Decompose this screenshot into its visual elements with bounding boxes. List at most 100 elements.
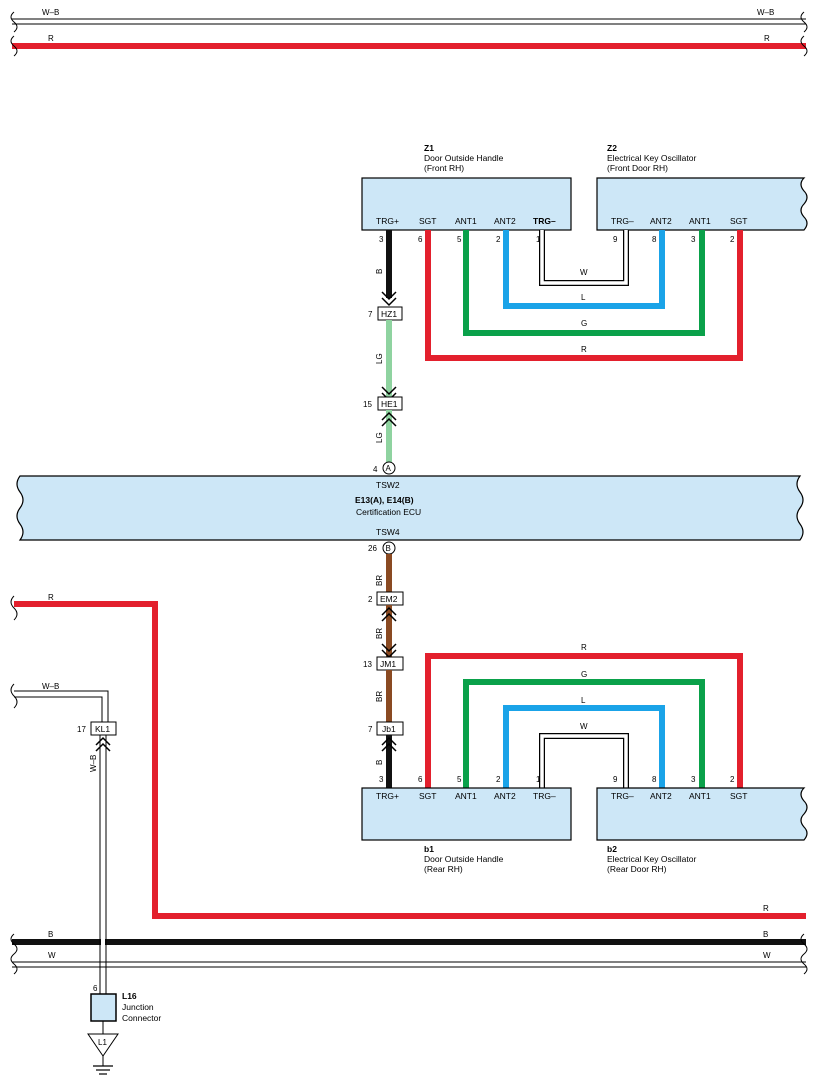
b1-pin-trg-minus: TRG–	[533, 791, 556, 801]
jm1-pin: 13	[363, 660, 372, 669]
left-r-wire	[14, 601, 806, 919]
top-wb-right-label: W–B	[757, 8, 774, 17]
z1-num-3: 3	[379, 235, 384, 244]
z1-connector: Z1 Door Outside Handle (Front RH) TRG+ S…	[361, 143, 572, 244]
z1-pin-sgt: SGT	[419, 216, 436, 226]
ecu-name: Certification ECU	[356, 507, 421, 517]
z2-num-9: 9	[613, 235, 618, 244]
top-r-left-label: R	[48, 34, 54, 43]
b2-code: b2	[607, 844, 617, 854]
front-w-label: W	[580, 268, 588, 277]
jb1-pin: 7	[368, 725, 373, 734]
front-lg-label-2: LG	[375, 432, 384, 443]
b2-name: Electrical Key Oscillator	[607, 854, 696, 864]
jb1-label: Jb1	[382, 724, 396, 734]
kl1-connector	[90, 721, 117, 736]
ground-l1: L1	[87, 1033, 119, 1075]
rear-w-label: W	[580, 722, 588, 731]
z1-num-5: 5	[457, 235, 462, 244]
rear-g-loop	[463, 679, 705, 788]
z2-num-2: 2	[730, 235, 735, 244]
z2-name: Electrical Key Oscillator	[607, 153, 696, 163]
he1-pin: 15	[363, 400, 372, 409]
bottom-bus: B B W W	[10, 930, 808, 994]
rear-r-loop	[425, 653, 743, 788]
rear-r-label: R	[581, 643, 587, 652]
b1-pin-ant2: ANT2	[494, 791, 516, 801]
rear-br-label-1: BR	[375, 575, 384, 586]
rear-trg-chain: BR EM2 2 BR JM1 13 BR Jb1 7 B	[363, 554, 404, 788]
b1-num-3: 3	[379, 775, 384, 784]
b2-pin-sgt: SGT	[730, 791, 747, 801]
z2-num-8: 8	[652, 235, 657, 244]
b2-pin-ant2: ANT2	[650, 791, 672, 801]
rear-g-label: G	[581, 670, 587, 679]
b1-num-1: 1	[536, 775, 541, 784]
z1-pin-trg-plus: TRG+	[376, 216, 399, 226]
top-wb-left-label: W–B	[42, 8, 59, 17]
front-lg-label-1: LG	[375, 353, 384, 364]
ecu-pin-a: 4	[373, 465, 378, 474]
b2-position: (Rear Door RH)	[607, 864, 667, 874]
rear-br-label-2: BR	[375, 628, 384, 639]
z1-pin-ant2: ANT2	[494, 216, 516, 226]
z1-code: Z1	[424, 143, 434, 153]
em2-label: EM2	[380, 594, 398, 604]
hz1-pin: 7	[368, 310, 373, 319]
b1-position: (Rear RH)	[424, 864, 463, 874]
b2-connector: 9 8 3 2 TRG– ANT2 ANT1 SGT b2 Electrical…	[596, 775, 808, 874]
rear-l-label: L	[581, 696, 586, 705]
front-trg-chain: B HZ1 7 LG HE1 15 LG	[363, 230, 403, 462]
z2-pin-trg-minus: TRG–	[611, 216, 634, 226]
z1-num-1: 1	[536, 235, 541, 244]
b1-num-6: 6	[418, 775, 423, 784]
rear-l-loop	[503, 705, 665, 788]
front-g-loop	[463, 230, 705, 336]
ecu-code: E13(A), E14(B)	[355, 495, 414, 505]
b1-pin-trg-plus: TRG+	[376, 791, 399, 801]
bottom-w-left-label: W	[48, 951, 56, 960]
front-r-label: R	[581, 345, 587, 354]
z1-num-6: 6	[418, 235, 423, 244]
l16-junction-connector: 6 L16 Junction Connector	[90, 984, 161, 1034]
bottom-b-left-label: B	[48, 930, 53, 939]
em2-pin: 2	[368, 595, 373, 604]
b2-num-3: 3	[691, 775, 696, 784]
b1-name: Door Outside Handle	[424, 854, 504, 864]
bottom-b-right-label: B	[763, 930, 768, 939]
z1-name: Door Outside Handle	[424, 153, 504, 163]
front-l-loop	[503, 230, 665, 309]
b2-num-9: 9	[613, 775, 618, 784]
left-wb-label: W–B	[42, 682, 59, 691]
l16-name-2: Connector	[122, 1013, 161, 1023]
front-b-label: B	[375, 269, 384, 274]
front-l-label: L	[581, 293, 586, 302]
l16-name-1: Junction	[122, 1002, 154, 1012]
z2-code: Z2	[607, 143, 617, 153]
z2-num-3: 3	[691, 235, 696, 244]
ecu-pin-b: 26	[368, 544, 377, 553]
z2-position: (Front Door RH)	[607, 163, 668, 173]
jm1-label: JM1	[380, 659, 396, 669]
kl1-label: KL1	[95, 724, 110, 734]
certification-ecu: 4 A TSW2 E13(A), E14(B) Certification EC…	[16, 461, 804, 555]
z2-connector: Z2 Electrical Key Oscillator (Front Door…	[596, 143, 808, 244]
ecu-mark-b: B	[386, 544, 391, 553]
b1-code: b1	[424, 844, 434, 854]
b1-pin-ant1: ANT1	[455, 791, 477, 801]
hz1-label: HZ1	[381, 309, 397, 319]
z2-pin-ant1: ANT1	[689, 216, 711, 226]
ground-label: L1	[98, 1038, 107, 1047]
left-r-label: R	[48, 593, 54, 602]
kl1-wire-label: W–B	[89, 755, 98, 772]
ground-icon	[93, 1065, 113, 1075]
b2-num-8: 8	[652, 775, 657, 784]
front-g-label: G	[581, 319, 587, 328]
z1-pin-ant1: ANT1	[455, 216, 477, 226]
top-bus: W–B W–B R R	[10, 8, 808, 57]
z1-num-2: 2	[496, 235, 501, 244]
z1-position: (Front RH)	[424, 163, 464, 173]
b2-pin-trg-minus: TRG–	[611, 791, 634, 801]
b1-num-5: 5	[457, 775, 462, 784]
